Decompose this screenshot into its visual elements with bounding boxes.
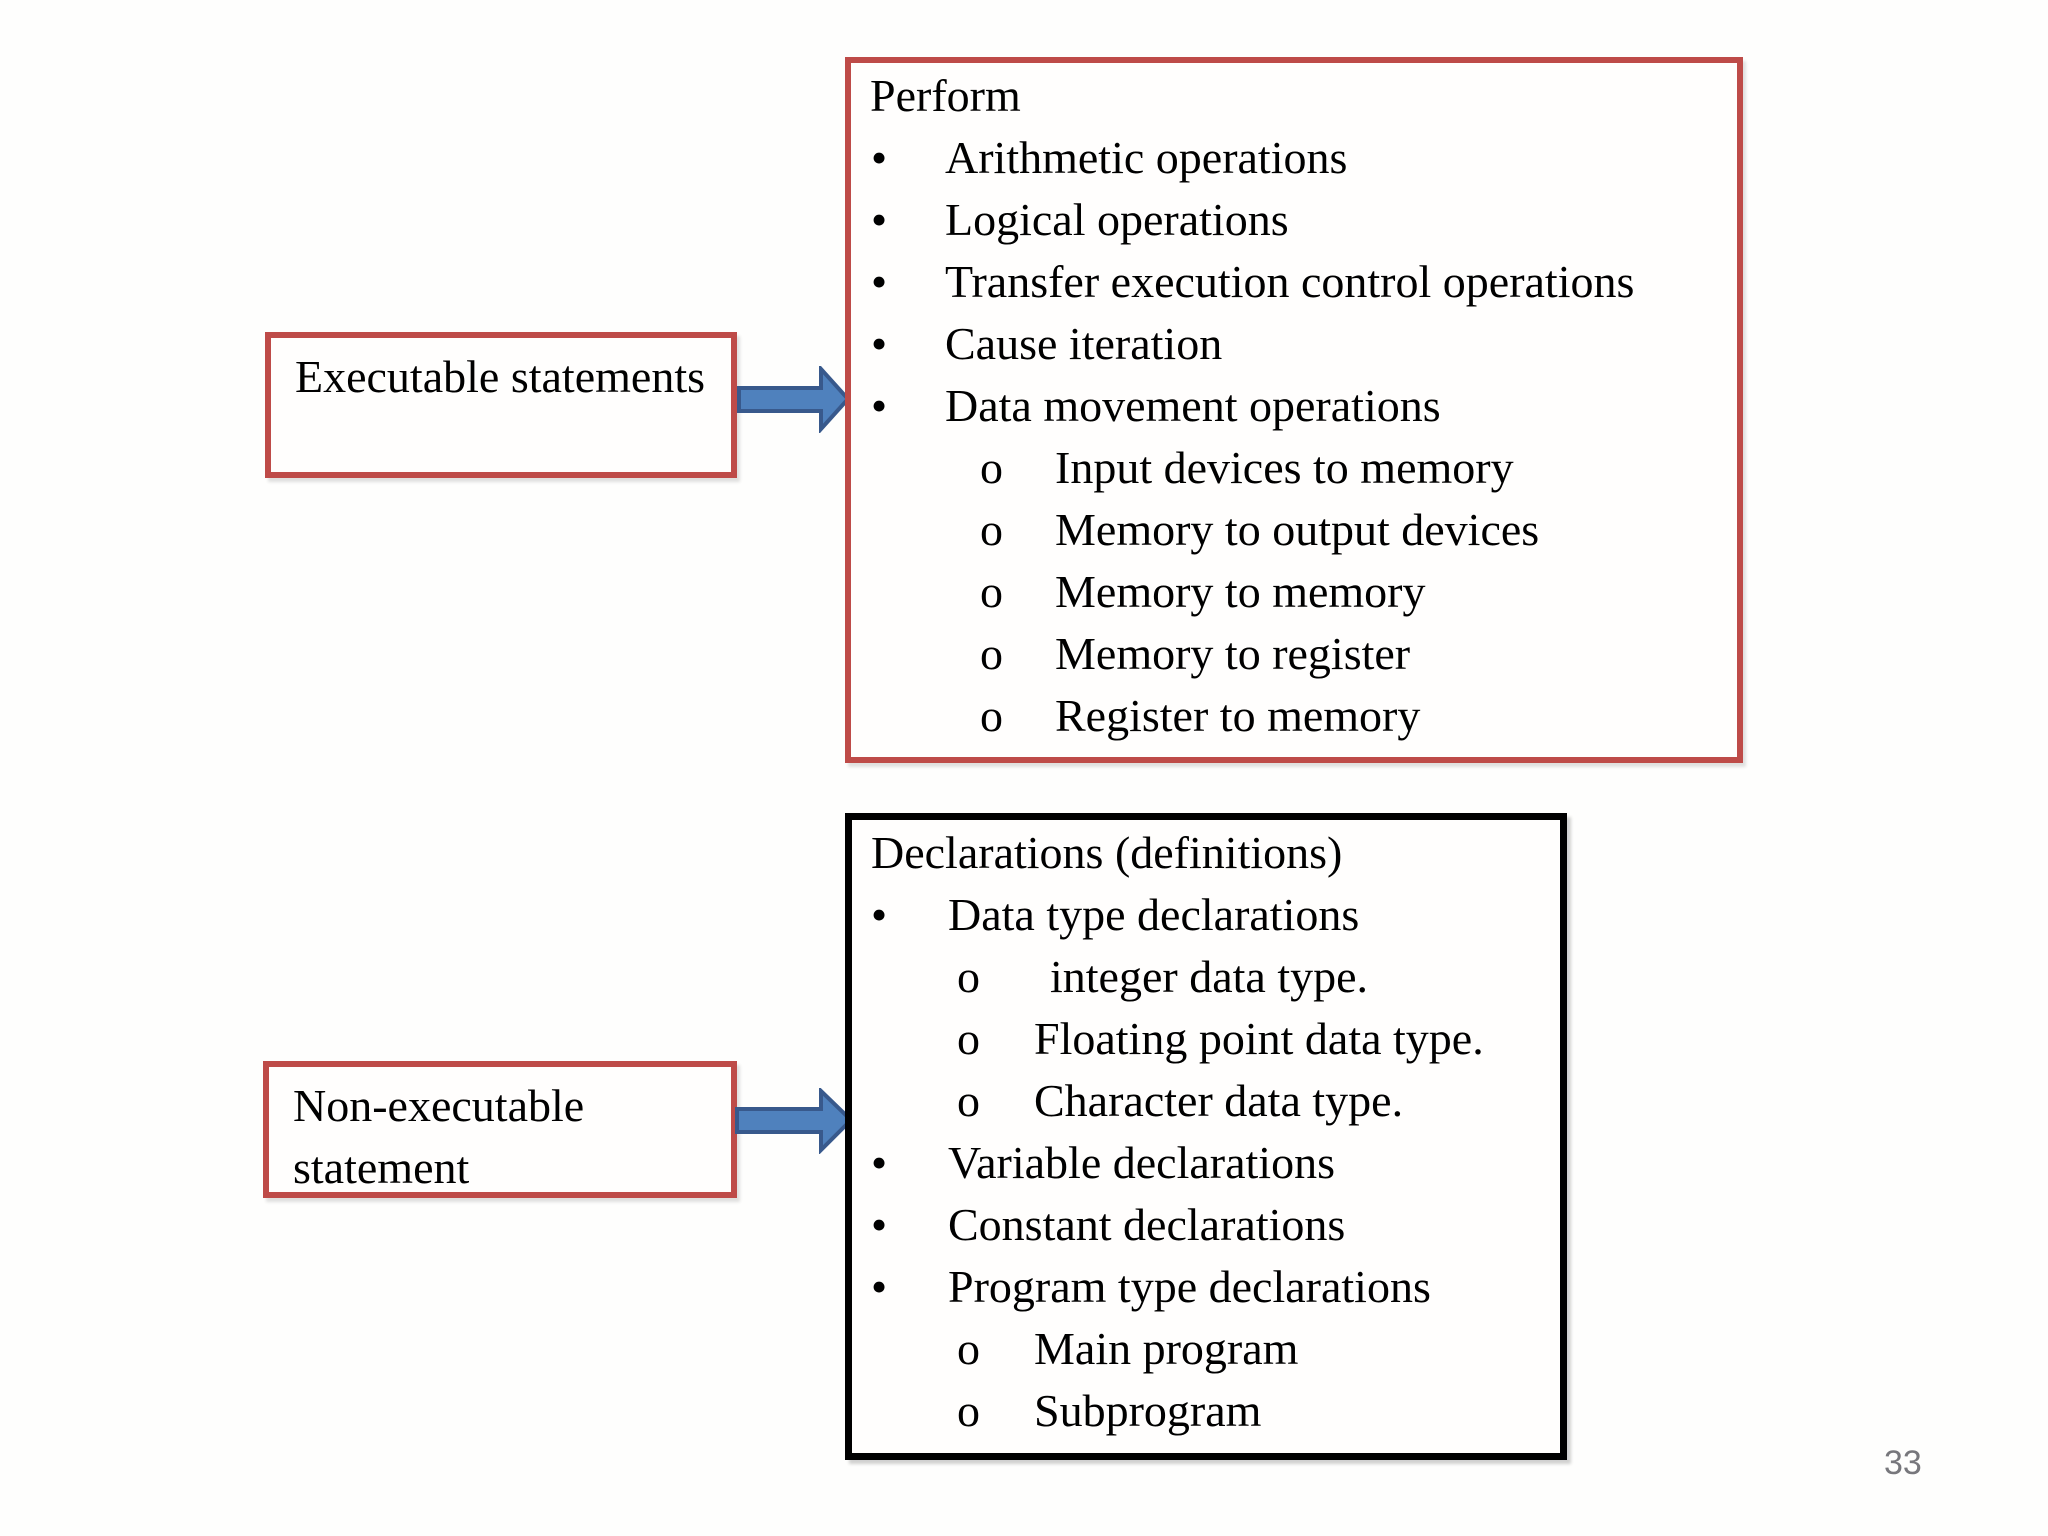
- box-title: Declarations (definitions): [871, 827, 1343, 878]
- list-item-text: Data type declarations: [948, 889, 1360, 940]
- box-title: Perform: [870, 70, 1021, 121]
- list-item-text: Data movement operations: [945, 380, 1441, 431]
- executable-statements-box: Executable statements: [265, 332, 737, 478]
- list-item: • Data movement operations: [851, 375, 1737, 437]
- non-executable-statement-box: Non-executable statement: [263, 1061, 737, 1198]
- bullet-marker: o: [957, 1385, 980, 1436]
- list-item: o Character data type.: [852, 1070, 1560, 1132]
- operations-list: • Arithmetic operations • Logical operatio…: [851, 127, 1737, 747]
- list-item-text: Input devices to memory: [1055, 442, 1514, 493]
- list-item: o Main program: [852, 1318, 1560, 1380]
- list-item-text: Arithmetic operations: [945, 132, 1348, 183]
- bullet-marker: •: [871, 256, 888, 307]
- declarations-box: Declarations (definitions) • Data type de…: [845, 813, 1567, 1460]
- list-item: • Data type declarations: [852, 884, 1560, 946]
- bullet-marker: •: [871, 1137, 888, 1188]
- bullet-marker: o: [957, 951, 980, 1002]
- bullet-marker: o: [980, 690, 1003, 741]
- bullet-marker: o: [957, 1013, 980, 1064]
- list-item-text: Character data type.: [1034, 1075, 1404, 1126]
- list-item-text: Register to memory: [1055, 690, 1421, 741]
- list-item: • Arithmetic operations: [851, 127, 1737, 189]
- list-item: • Program type declarations: [852, 1256, 1560, 1318]
- list-item-text: Main program: [1034, 1323, 1299, 1374]
- list-item-text: Cause iteration: [945, 318, 1223, 369]
- list-item: • Logical operations: [851, 189, 1737, 251]
- list-item: o Subprogram: [852, 1380, 1560, 1442]
- declarations-list: • Data type declarations o integer data ty…: [852, 884, 1560, 1442]
- bullet-marker: •: [871, 194, 888, 245]
- bullet-marker: o: [980, 628, 1003, 679]
- list-item: o Memory to memory: [851, 561, 1737, 623]
- list-item: o Register to memory: [851, 685, 1737, 747]
- bullet-marker: •: [871, 1199, 888, 1250]
- list-item-text: Transfer execution control operations: [945, 256, 1635, 307]
- list-item-text: Variable declarations: [948, 1137, 1335, 1188]
- list-item: o Memory to output devices: [851, 499, 1737, 561]
- executable-operations-box: Perform • Arithmetic operations • Logical …: [845, 57, 1743, 763]
- bullet-marker: o: [980, 504, 1003, 555]
- list-item: • Transfer execution control operations: [851, 251, 1737, 313]
- list-item-text: Memory to register: [1055, 628, 1411, 679]
- bullet-marker: •: [871, 380, 888, 431]
- list-item-text: Floating point data type.: [1034, 1013, 1484, 1064]
- bullet-marker: o: [957, 1075, 980, 1126]
- list-item-text: integer data type.: [1050, 951, 1369, 1002]
- list-item-text: Logical operations: [945, 194, 1289, 245]
- list-item: o Input devices to memory: [851, 437, 1737, 499]
- list-item-text: Subprogram: [1034, 1385, 1262, 1436]
- list-item-text: Memory to memory: [1055, 566, 1426, 617]
- non-executable-statement-label: Non-executable statement: [293, 1080, 585, 1193]
- bullet-marker: •: [871, 132, 888, 183]
- list-item: • Constant declarations: [852, 1194, 1560, 1256]
- list-item-text: Memory to output devices: [1055, 504, 1540, 555]
- bullet-marker: o: [980, 566, 1003, 617]
- right-arrow-icon: [737, 363, 851, 438]
- right-arrow-icon: [735, 1086, 854, 1159]
- list-item: o integer data type.: [852, 946, 1560, 1008]
- list-item: o Floating point data type.: [852, 1008, 1560, 1070]
- list-item-text: Program type declarations: [948, 1261, 1431, 1312]
- bullet-marker: o: [957, 1323, 980, 1374]
- list-item-text: Constant declarations: [948, 1199, 1346, 1250]
- list-item: o Memory to register: [851, 623, 1737, 685]
- executable-statements-label: Executable statements: [295, 351, 706, 402]
- bullet-marker: o: [980, 442, 1003, 493]
- list-item: • Cause iteration: [851, 313, 1737, 375]
- bullet-marker: •: [871, 1261, 888, 1312]
- list-item: • Variable declarations: [852, 1132, 1560, 1194]
- page-number: 33: [1884, 1444, 1922, 1482]
- bullet-marker: •: [871, 889, 888, 940]
- bullet-marker: •: [871, 318, 888, 369]
